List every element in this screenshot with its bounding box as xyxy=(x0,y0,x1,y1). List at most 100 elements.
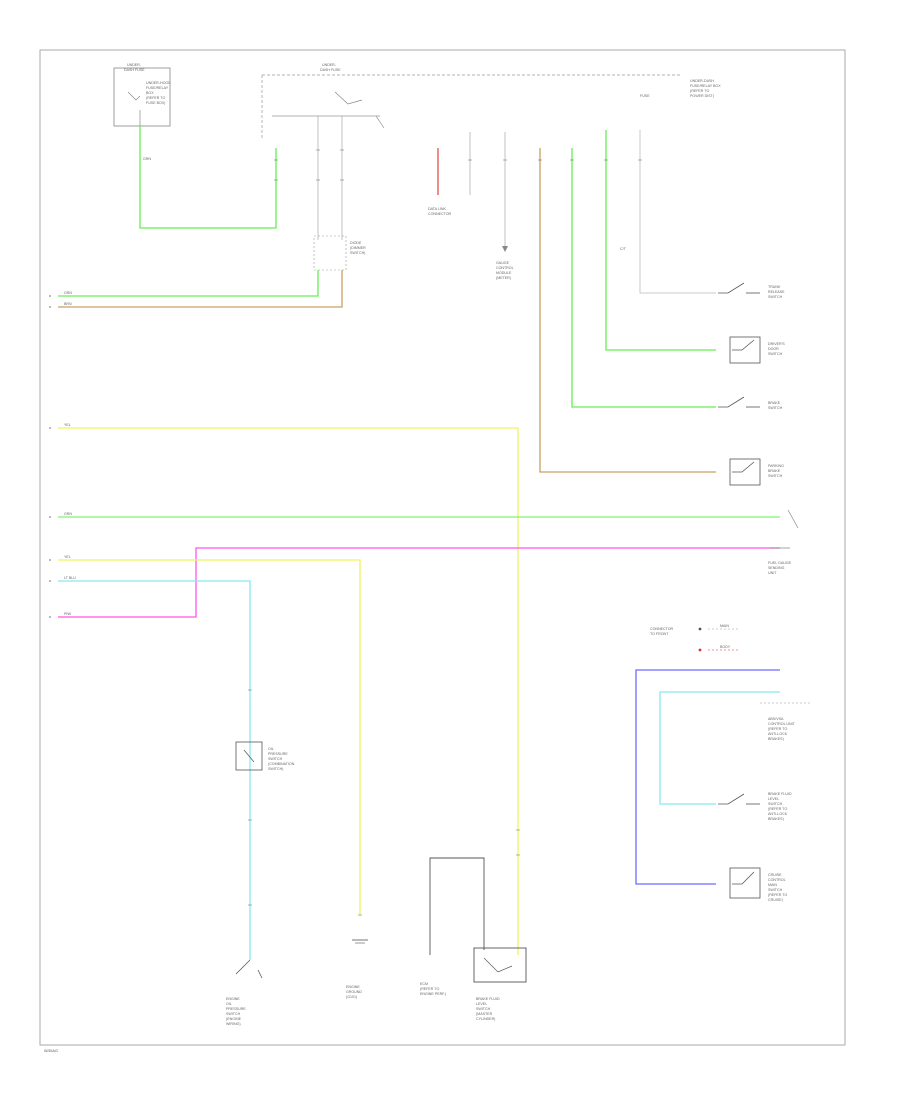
fuse-id-label: FUSE xyxy=(640,94,650,98)
junction-label-3: SWITCH) xyxy=(350,251,365,255)
gauge-label-2: CONTROL xyxy=(496,266,514,270)
legend-body: BODY xyxy=(720,645,731,649)
data-link-label-1: DATA LINK xyxy=(428,207,446,211)
brake-fluid-level-switch: BRAKE FLUID LEVEL SWITCH (MASTER CYLINDE… xyxy=(473,947,527,1021)
switch-cruise-right: CRUISE CONTROL MAIN SWITCH (REFER TO CRU… xyxy=(729,867,787,902)
switch-brake: BRAKE SWITCH xyxy=(718,396,783,410)
wire-tan-main xyxy=(58,270,343,308)
engine-sw-5: (ENGINE xyxy=(226,1017,242,1021)
wire-pink-main-label: PNK xyxy=(64,612,72,616)
wire-tan-main-label: BRN xyxy=(64,302,72,306)
abs-3: (REFER TO xyxy=(768,727,787,731)
diagram-frame xyxy=(39,49,846,1046)
sw-trunk-3: SWITCH xyxy=(768,295,783,299)
right-sw1-1: BRAKE FLUID xyxy=(768,792,792,796)
right-sw2-4: SWITCH xyxy=(768,888,783,892)
fuse-box-b-title: UNDER- xyxy=(322,63,337,67)
wire-yellow-mid xyxy=(58,559,361,915)
ground-2: GROUND xyxy=(346,990,362,994)
sw-brake-2: SWITCH xyxy=(768,406,783,410)
engine-sw-6: WIRING) xyxy=(226,1022,241,1026)
wire-green-loop-label: GRN xyxy=(143,157,151,161)
oil-sw-4: (COMBINATION xyxy=(268,762,295,766)
fuse-box-b-note-3: (REFER TO xyxy=(690,89,709,93)
abs-2: CONTROL UNIT xyxy=(768,722,796,726)
fuel-meter-1: FUEL GAUGE xyxy=(768,561,792,565)
sw-park-3: SWITCH xyxy=(768,474,783,478)
engine-ground: ENGINE GROUND (G101) xyxy=(346,939,368,999)
wire-pink-main xyxy=(58,547,780,618)
legend-text-1: CONNECTOR xyxy=(650,627,673,631)
wire-grey-right xyxy=(639,130,716,294)
oil-sw-5: SWITCH) xyxy=(268,767,283,771)
fuse-box-b: UNDER- DASH FUSE UNDER-DASH FUSE/RELAY B… xyxy=(261,63,721,140)
fuel-meter-3: UNIT xyxy=(768,571,777,575)
brake-fluid-5: CYLINDER) xyxy=(476,1017,495,1021)
connector-ticks xyxy=(248,149,642,916)
right-sw1-5: ANTI-LOCK xyxy=(768,812,788,816)
ecm-power: ECM (REFER TO ENGINE PERF.) xyxy=(420,857,485,996)
switch-door: DRIVER'S DOOR SWITCH xyxy=(729,336,785,364)
sw-trunk-2: RELEASE xyxy=(768,290,785,294)
data-link-label-2: CONNECTOR xyxy=(428,212,451,216)
abs-module-label: ABS/VSA CONTROL UNIT (REFER TO ANTI-LOCK… xyxy=(760,702,812,741)
footer-label: W/DIAG xyxy=(44,1049,58,1053)
oil-pressure-switch: OIL PRESSURE SWITCH (COMBINATION SWITCH) xyxy=(235,741,295,771)
fuel-gauge-sender: FUEL GAUGE SENDING UNIT xyxy=(768,509,799,575)
ecm-2: (REFER TO xyxy=(420,987,439,991)
right-sw2-2: CONTROL xyxy=(768,878,786,882)
switch-brake-fluid-right: BRAKE FLUID LEVEL SWITCH (REFER TO ANTI-… xyxy=(718,792,792,821)
fuse-box-a-note-1: UNDER-HOOD xyxy=(146,81,171,85)
engine-sw-3: PRESSURE xyxy=(226,1007,246,1011)
wire-blue-right xyxy=(635,669,780,885)
wire-green-right-2 xyxy=(605,130,716,351)
engine-sw-2: OIL xyxy=(226,1002,232,1006)
right-sw2-1: CRUISE xyxy=(768,873,782,877)
right-sw1-2: LEVEL xyxy=(768,797,779,801)
fuse-box-a-title-2: DASH FUSE xyxy=(124,68,145,72)
wire-cyan-main-label: LT BLU xyxy=(64,576,76,580)
wire-yellow-mid-label: YEL xyxy=(64,555,71,559)
right-sw2-3: MAIN xyxy=(768,883,777,887)
oil-sw-3: SWITCH xyxy=(268,757,283,761)
fuse-box-b-title-2: DASH FUSE xyxy=(320,68,341,72)
junction-label-1: DIODE xyxy=(350,241,362,245)
sw-brake-1: BRAKE xyxy=(768,401,781,405)
ecm-3: ENGINE PERF.) xyxy=(420,992,446,996)
right-sw2-6: CRUISE) xyxy=(768,898,783,902)
top-connector-row: DATA LINK CONNECTOR GAUGE CONTROL MODULE… xyxy=(428,132,514,280)
sw-door-1: DRIVER'S xyxy=(768,342,785,346)
wire-yellow-top xyxy=(58,427,519,955)
oil-sw-1: OIL xyxy=(268,747,274,751)
right-sw1-3: SWITCH xyxy=(768,802,783,806)
ground-3: (G101) xyxy=(346,995,357,999)
abs-1: ABS/VSA xyxy=(768,717,784,721)
sw-door-2: DOOR xyxy=(768,347,779,351)
junction-connector xyxy=(313,235,347,271)
fuse-box-a-note-5: FUSE BOX) xyxy=(146,101,165,105)
wire-tan-right xyxy=(539,148,716,473)
wire-green-main xyxy=(58,270,319,297)
coolant-switch-label: C/T xyxy=(620,247,627,251)
junction-label-2: (DIMMER xyxy=(350,246,366,250)
switch-parking: PARKING BRAKE SWITCH xyxy=(729,458,784,486)
sw-door-3: SWITCH xyxy=(768,352,783,356)
switch-trunk: TRUNK RELEASE SWITCH xyxy=(718,282,785,299)
wire-green-loop xyxy=(139,126,277,229)
legend: CONNECTOR TO FRONT MAIN BODY xyxy=(650,624,740,652)
sw-trunk-1: TRUNK xyxy=(768,285,781,289)
brake-fluid-3: SWITCH xyxy=(476,1007,491,1011)
gauge-label-1: GAUGE xyxy=(496,261,510,265)
gauge-label-3: MODULE xyxy=(496,271,512,275)
legend-text-2: TO FRONT xyxy=(650,632,669,636)
gauge-label-4: (METER) xyxy=(496,276,511,280)
fuel-meter-2: SENDING xyxy=(768,566,785,570)
right-sw2-5: (REFER TO xyxy=(768,893,787,897)
sw-park-2: BRAKE xyxy=(768,469,781,473)
fuse-box-a-note-4: (REFER TO xyxy=(146,96,165,100)
fuse-box-b-note-4: POWER DIST) xyxy=(690,94,714,98)
fuse-box-a-note-3: BOX xyxy=(146,91,154,95)
fuse-box-a: UNDER- DASH FUSE UNDER-HOOD FUSE/RELAY B… xyxy=(113,63,171,127)
